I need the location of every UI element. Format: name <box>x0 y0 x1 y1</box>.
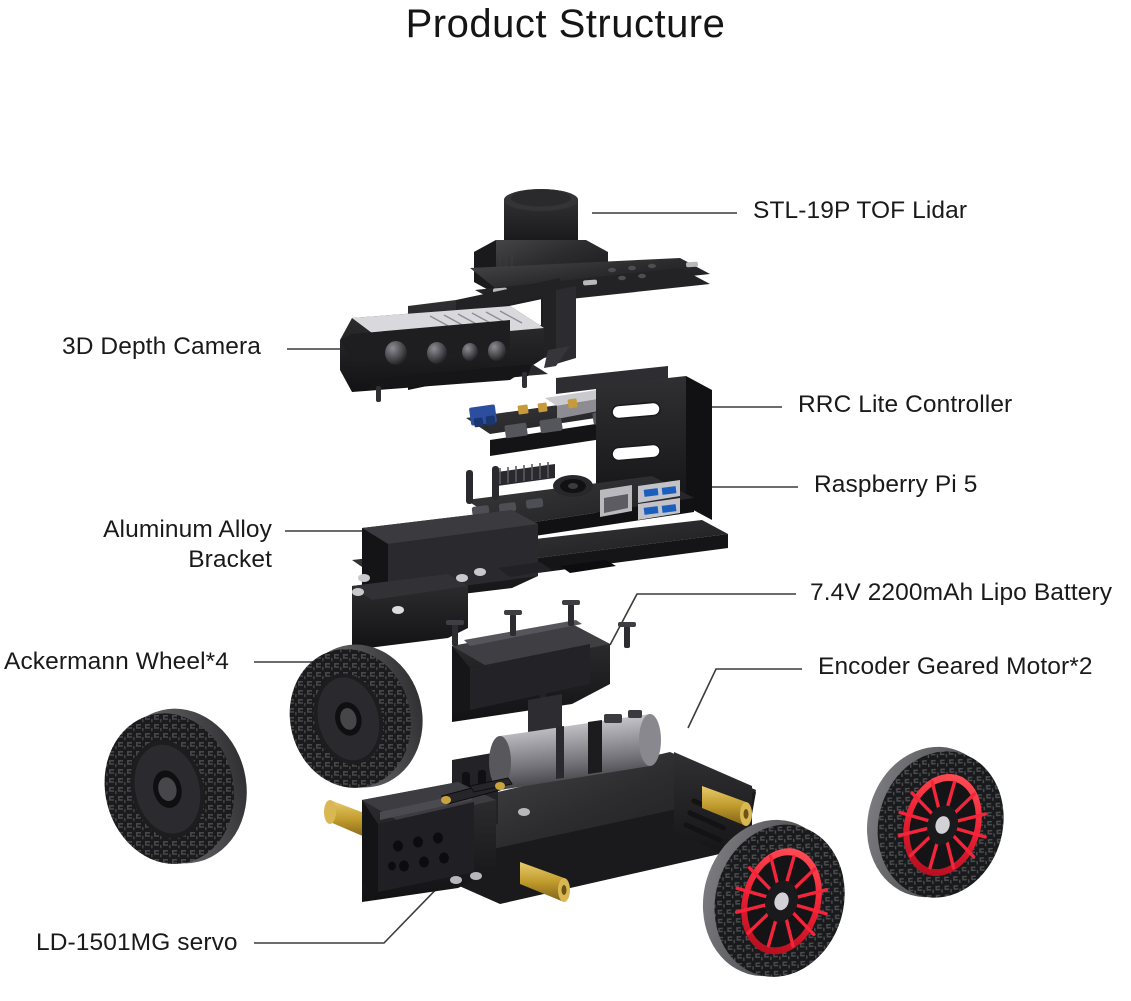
callout-label-raspberry-pi-5: Raspberry Pi 5 <box>814 471 978 498</box>
component-raspberry-pi-5 <box>466 462 694 540</box>
component-encoder-geared-motor <box>324 710 752 902</box>
callout-label-aluminum-alloy-bracket: Aluminum Alloy Bracket <box>103 516 272 573</box>
component-lipo-battery <box>446 600 636 726</box>
callout-label-ackermann-wheel: Ackermann Wheel*4 <box>4 648 230 675</box>
callout-label-lidar: STL-19P TOF Lidar <box>753 197 968 224</box>
callout-label-ld-1501mg-servo: LD-1501MG servo <box>36 929 238 956</box>
page-title: Product Structure <box>405 2 726 46</box>
component-wheel-rear-right <box>867 746 1004 898</box>
leader-line-encoder-geared-motor <box>687 668 802 729</box>
callout-label-rrc-lite-controller: RRC Lite Controller <box>798 391 1013 418</box>
callout-label-lipo-battery: 7.4V 2200mAh Lipo Battery <box>810 579 1113 606</box>
component-depth-camera <box>340 306 548 402</box>
motor-shaft-coupler-right <box>702 786 752 826</box>
motor-shaft-coupler-left <box>324 800 372 840</box>
component-wheel-front-left <box>104 708 247 865</box>
component-ld-1501mg-servo <box>362 777 530 902</box>
callout-label-depth-camera: 3D Depth Camera <box>62 333 261 360</box>
leader-line-ld-1501mg-servo <box>254 875 450 944</box>
component-wheel-rear-left <box>289 644 423 788</box>
leader-line-lipo-battery <box>609 593 796 646</box>
motor-shaft-coupler-front-right <box>520 862 570 902</box>
callout-label-encoder-geared-motor: Encoder Geared Motor*2 <box>818 653 1093 680</box>
component-wheel-front-right <box>702 819 845 977</box>
component-aluminum-alloy-bracket <box>352 510 552 650</box>
